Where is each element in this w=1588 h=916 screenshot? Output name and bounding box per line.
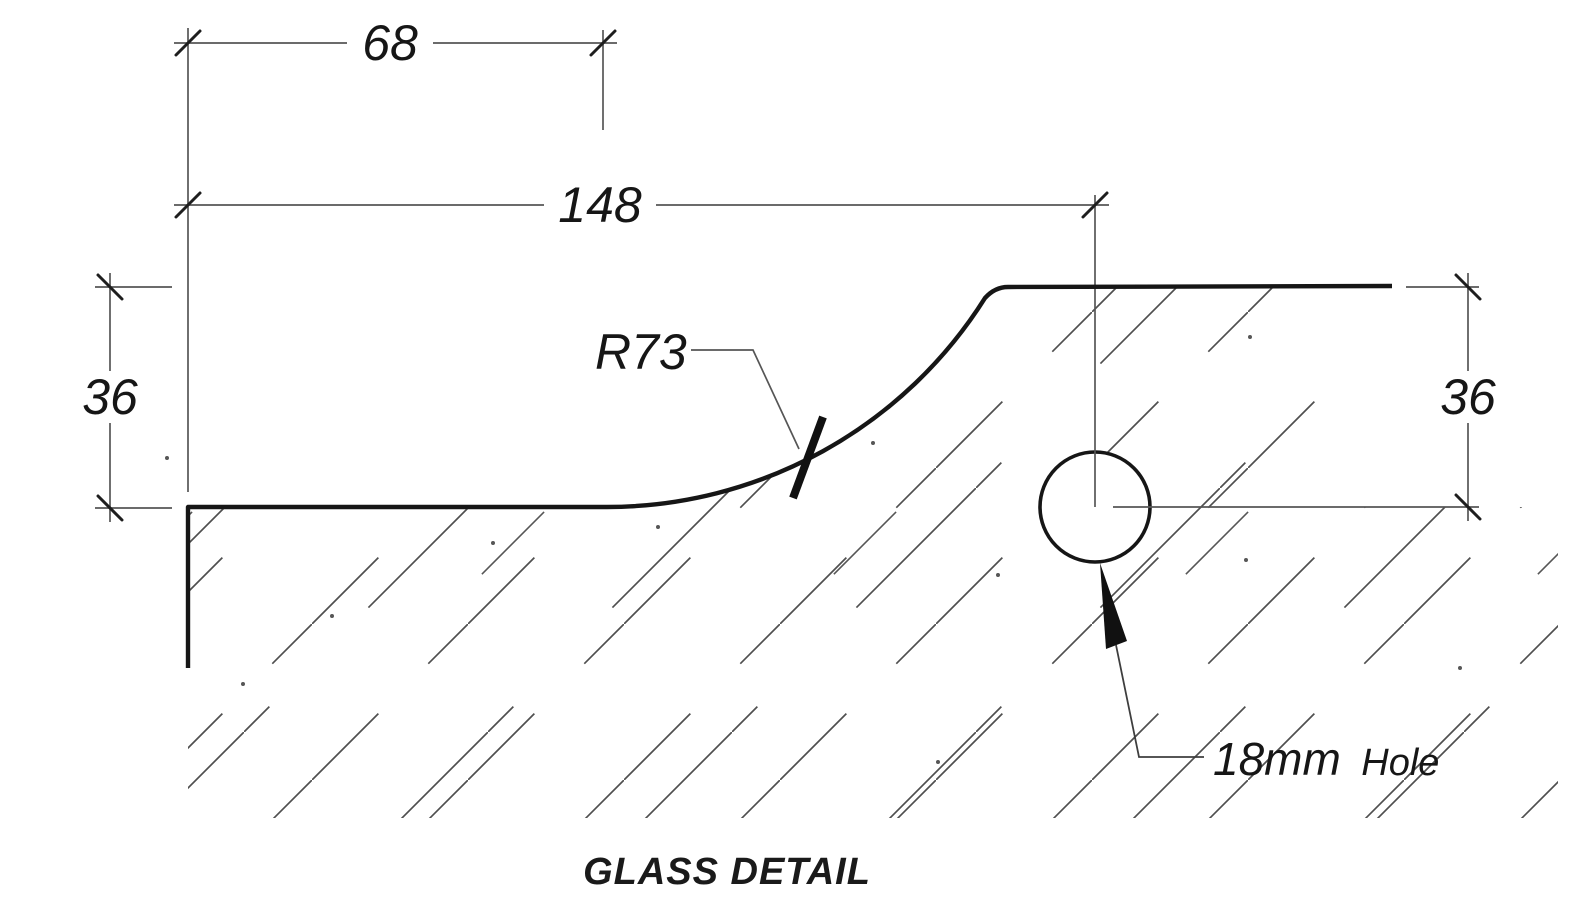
radius-label: R73 xyxy=(595,324,687,380)
dimension-text-backplates xyxy=(77,19,1501,423)
leader-arrowhead-icon xyxy=(1100,563,1127,649)
hole-label-size: 18mm xyxy=(1213,733,1341,785)
dimension-tick-marks xyxy=(96,29,1482,522)
drawing-title: GLASS DETAIL xyxy=(583,851,871,893)
radius-leader xyxy=(691,349,827,500)
hole-label: 18mm Hole xyxy=(1213,733,1439,785)
extension-lines xyxy=(95,28,1479,509)
hole-leader xyxy=(1100,563,1204,758)
dim-overall-width: 148 xyxy=(558,177,642,233)
dim-right-thickness: 36 xyxy=(1440,369,1496,425)
radius-slash-mark xyxy=(789,415,827,500)
hole-label-word: Hole xyxy=(1361,742,1439,784)
glass-profile-outline xyxy=(185,283,1393,668)
dim-top-width: 68 xyxy=(362,15,418,71)
dim-left-thickness: 36 xyxy=(82,369,138,425)
hatch-speck-dots xyxy=(165,335,1462,764)
